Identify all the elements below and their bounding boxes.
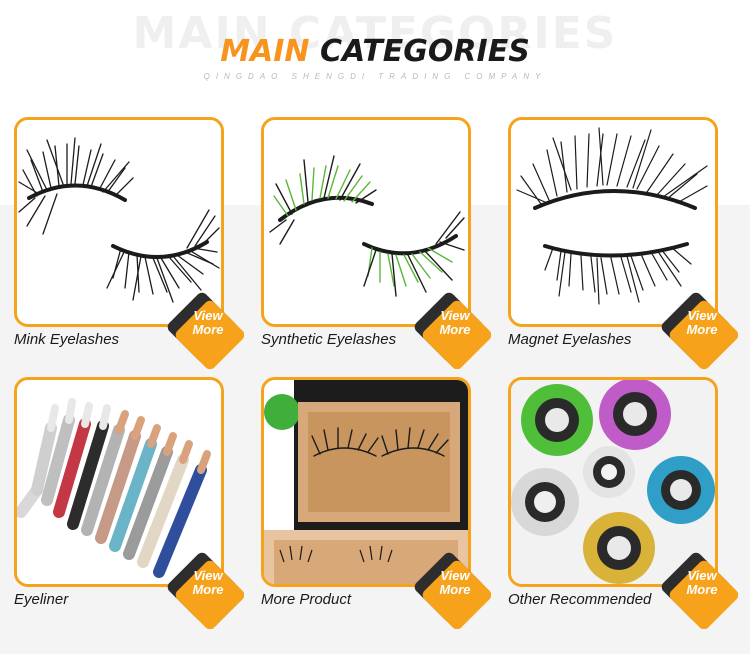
category-label[interactable]: Other Recommended (508, 591, 652, 608)
magnet-eyelashes-image (511, 120, 715, 324)
page-title: MAIN CATEGORIES (0, 34, 750, 70)
view-more-diamond-icon (167, 552, 244, 629)
view-more-text: View More (686, 308, 718, 337)
view-more-diamond-icon (661, 292, 738, 369)
view-more-button[interactable]: View More (654, 285, 738, 369)
category-card-mink-eyelashes[interactable]: Mink Eyelashes View More (0, 117, 244, 369)
view-more-text: View More (439, 308, 471, 337)
view-more-diamond-icon (414, 552, 491, 629)
round-lash-cases-image (511, 380, 715, 584)
view-more-button[interactable]: View More (160, 285, 244, 369)
category-label[interactable]: Magnet Eyelashes (508, 331, 632, 348)
view-more-diamond-icon (661, 552, 738, 629)
title-accent: MAIN (220, 34, 310, 69)
category-label[interactable]: More Product (261, 591, 352, 608)
title-rest: CATEGORIES (319, 34, 530, 69)
header-watermark: MAIN CATEGORIES (132, 8, 618, 59)
category-card-synthetic-eyelashes[interactable]: Synthetic Eyelashes View More (247, 117, 491, 369)
view-more-text: View More (192, 568, 224, 597)
mink-eyelashes-image (17, 120, 221, 324)
category-label[interactable]: Synthetic Eyelashes (261, 331, 397, 348)
category-card-eyeliner[interactable]: Eyeliner View More (0, 377, 244, 629)
view-more-diamond-icon (167, 292, 244, 369)
product-image-frame[interactable] (508, 377, 718, 587)
product-image-frame[interactable] (14, 377, 224, 587)
product-image-frame[interactable] (14, 117, 224, 327)
view-more-text: View More (686, 568, 718, 597)
lash-boxes-image (264, 380, 468, 584)
view-more-button[interactable]: View More (407, 545, 491, 629)
view-more-button[interactable]: View More (407, 285, 491, 369)
company-subtitle: QINGDAO SHENGDI TRADING COMPANY (203, 72, 547, 81)
category-label[interactable]: Eyeliner (14, 591, 69, 608)
product-image-frame[interactable] (261, 117, 471, 327)
category-label[interactable]: Mink Eyelashes (14, 331, 120, 348)
product-image-frame[interactable] (508, 117, 718, 327)
view-more-button[interactable]: View More (160, 545, 244, 629)
category-card-other-recommended[interactable]: Other Recommended View More (494, 377, 738, 629)
view-more-button[interactable]: View More (654, 545, 738, 629)
product-image-frame[interactable] (261, 377, 471, 587)
synthetic-eyelashes-image (264, 120, 468, 324)
view-more-text: View More (192, 308, 224, 337)
category-card-magnet-eyelashes[interactable]: Magnet Eyelashes View More (494, 117, 738, 369)
category-card-more-product[interactable]: More Product View More (247, 377, 491, 629)
view-more-diamond-icon (414, 292, 491, 369)
section-header: MAIN CATEGORIES MAIN CATEGORIES QINGDAO … (0, 0, 750, 100)
view-more-text: View More (439, 568, 471, 597)
eyeliner-pens-image (17, 380, 221, 584)
